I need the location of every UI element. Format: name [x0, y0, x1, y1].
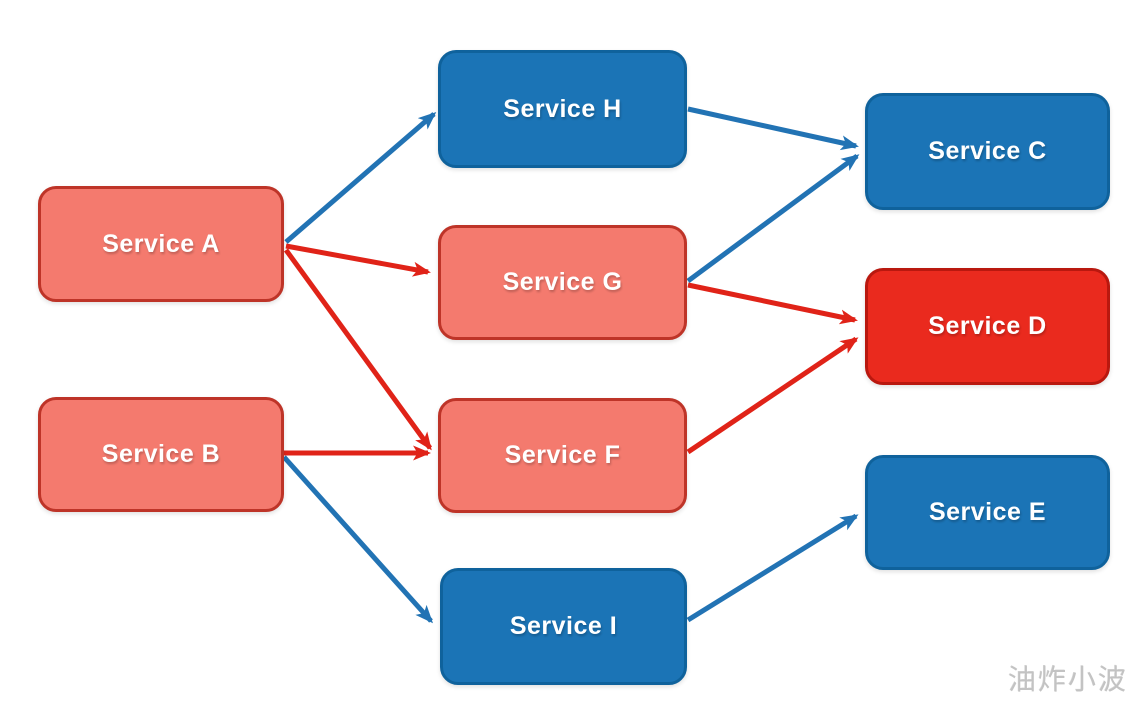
- node-service-g[interactable]: Service G: [438, 225, 687, 340]
- node-service-c[interactable]: Service C: [865, 93, 1110, 210]
- edge-H-C: [687, 106, 859, 151]
- edge-I-E: [686, 513, 859, 623]
- node-label: Service G: [502, 268, 623, 296]
- node-service-b[interactable]: Service B: [38, 397, 284, 512]
- node-label: Service D: [928, 312, 1047, 340]
- node-service-e[interactable]: Service E: [865, 455, 1110, 570]
- node-label: Service H: [503, 94, 622, 123]
- edge-G-D: [687, 282, 858, 325]
- node-label: Service F: [504, 441, 621, 469]
- edge-G-C: [686, 153, 860, 284]
- node-service-d[interactable]: Service D: [865, 268, 1110, 385]
- node-label: Service C: [928, 137, 1047, 165]
- node-service-a[interactable]: Service A: [38, 186, 284, 302]
- watermark: 油炸小波: [1007, 664, 1128, 695]
- node-label: Service A: [102, 229, 220, 258]
- edge-F-D: [686, 336, 859, 455]
- node-service-f[interactable]: Service F: [438, 398, 687, 513]
- edge-A-G: [285, 243, 431, 277]
- node-label: Service E: [928, 498, 1047, 526]
- edge-A-H: [284, 112, 437, 244]
- node-service-i[interactable]: Service I: [440, 568, 687, 685]
- node-label: Service I: [509, 612, 618, 640]
- edge-B-I: [282, 455, 434, 624]
- node-label: Service B: [101, 440, 221, 468]
- node-service-h[interactable]: Service H: [438, 50, 687, 168]
- edge-A-F: [283, 248, 433, 451]
